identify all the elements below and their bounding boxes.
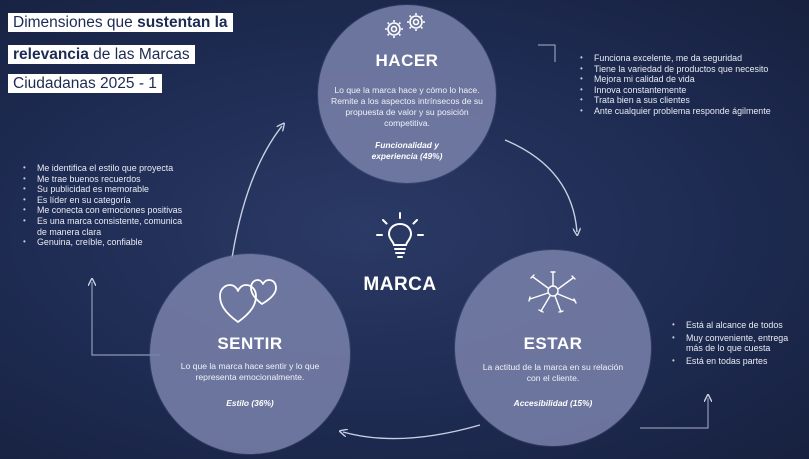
title-line-2: relevancia de las Marcas [8,45,195,64]
arrow-sentir-to-hacer [231,126,282,259]
hacer-heading: HACER [375,51,439,70]
estar-circle: ESTAR La actitud de la marca en su relac… [455,250,651,446]
title-emphasis: relevancia [13,46,89,63]
title-line-3: Ciudadanas 2025 - 1 [8,74,162,93]
gears-icon [385,13,425,38]
sentir-description: Lo que la marca hace sentir y lo que rep… [180,361,320,382]
estar-tag: Accesibilidad (15%) [513,398,593,408]
joined-hands-icon [528,271,577,313]
list-item: Genuina, creíble, confiable [21,237,221,248]
list-item: Me trae buenos recuerdos [21,174,221,185]
list-item: Mejora mi calidad de vida [578,74,778,85]
hacer-tag: Funcionalidad y experiencia (49%) [318,140,496,162]
list-item: Funciona excelente, me da seguridad [578,53,778,64]
list-item: Trata bien a sus clientes [578,95,778,106]
hacer-description: Lo que la marca hace y cómo lo hace. Rem… [331,85,483,128]
sentir-heading: SENTIR [217,334,283,353]
sentir-tag: Estilo (36%) [226,398,274,408]
list-item: Ante cualquier problema responde ágilmen… [578,106,778,117]
sentir-bullet-list: Me identifica el estilo que proyecta Me … [21,163,221,248]
connector-sentir-bullets [92,282,160,356]
lightbulb-icon [376,212,424,258]
list-item: Me identifica el estilo que proyecta [21,163,221,174]
estar-bullet-list: Está al alcance de todos Muy conveniente… [670,320,800,366]
list-item: Innova constantemente [578,85,778,96]
list-item: Es líder en su categoría [21,195,221,206]
hacer-bullet-list: Funciona excelente, me da seguridad Tien… [578,53,778,117]
connector-hacer-bullets [538,44,556,62]
list-item: Está en todas partes [670,356,800,367]
estar-heading: ESTAR [523,334,583,353]
list-item: Es una marca consistente, comunica de ma… [21,216,187,237]
center-label: MARCA [363,274,437,295]
hacer-tag-line: Funcionalidad y [375,140,439,150]
title-emphasis: sustentan la [137,14,228,31]
title-text: Ciudadanas 2025 - 1 [13,75,157,92]
list-item: Me conecta con emociones positivas [21,205,187,216]
sentir-circle: SENTIR Lo que la marca hace sentir y lo … [150,254,350,454]
title-text: de las Marcas [88,46,190,63]
hearts-icon [219,279,277,323]
list-item: Está al alcance de todos [670,320,791,331]
hacer-tag-line: experiencia (49%) [371,151,443,161]
title-line-1: Dimensiones que sustentan la [8,13,233,32]
arrow-hacer-to-estar [504,139,577,232]
list-item: Muy conveniente, entrega más de lo que c… [670,333,800,354]
hacer-circle: HACER Lo que la marca hace y cómo lo hac… [318,5,496,183]
list-item: Su publicidad es memorable [21,184,221,195]
connector-estar-bullets [640,398,708,429]
estar-description: La actitud de la marca en su relación co… [482,362,624,383]
arrow-estar-to-sentir [343,424,481,440]
list-item: Tiene la variedad de productos que neces… [578,64,778,75]
title-text: Dimensiones que [13,14,138,31]
